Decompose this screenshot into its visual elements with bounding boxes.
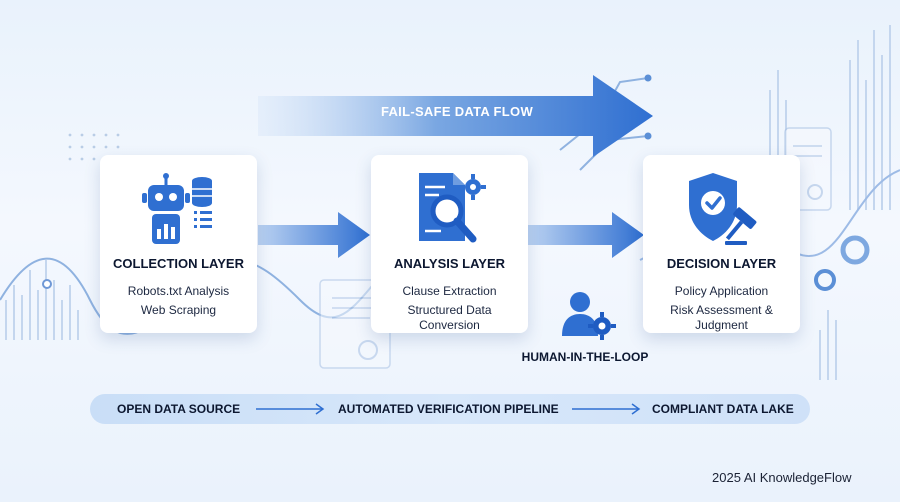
fail-safe-flow-label: FAIL-SAFE DATA FLOW	[380, 104, 534, 119]
analysis-layer-line-1: Clause Extraction	[402, 284, 497, 298]
collection-layer-line-1: Robots.txt Analysis	[127, 284, 230, 298]
human-in-the-loop-label: HUMAN-IN-THE-LOOP	[521, 350, 649, 364]
credit-text: 2025 AI KnowledgeFlow	[712, 470, 852, 485]
left-bar-chart	[5, 260, 79, 340]
pipeline-bar	[90, 394, 810, 424]
decision-layer-line-3: Judgment	[695, 318, 748, 332]
collection-layer-title: COLLECTION LAYER	[113, 256, 244, 271]
analysis-layer-title: ANALYSIS LAYER	[393, 256, 505, 271]
fail-safe-flow-arrow	[258, 75, 653, 157]
document-search-gear-icon	[419, 173, 486, 243]
decision-layer-line-1: Policy Application	[674, 284, 769, 298]
chart-node	[42, 279, 52, 289]
arrow-analysis-to-decision	[528, 212, 644, 258]
collection-layer-line-2: Web Scraping	[140, 303, 217, 317]
decision-layer-title: DECISION LAYER	[666, 256, 777, 271]
shield-gavel-icon	[689, 173, 757, 245]
arrow-collection-to-analysis	[258, 212, 370, 258]
analysis-layer-line-3: Conversion	[419, 318, 480, 332]
pipeline-stage-data-lake: COMPLIANT DATA LAKE	[652, 402, 794, 416]
analysis-layer-line-2: Structured Data	[407, 303, 492, 317]
ring-decoration	[840, 235, 870, 265]
pipeline-arrow-2	[572, 403, 641, 415]
pipeline-stage-source: OPEN DATA SOURCE	[117, 402, 241, 416]
analysis-layer-card: ANALYSIS LAYER Clause Extraction Structu…	[371, 155, 528, 333]
person-gear-icon	[562, 292, 616, 340]
pipeline-stage-verification: AUTOMATED VERIFICATION PIPELINE	[338, 402, 559, 416]
decision-layer-card: DECISION LAYER Policy Application Risk A…	[643, 155, 800, 333]
ring-decoration-small	[814, 269, 836, 291]
pipeline-arrow-1	[256, 403, 325, 415]
decision-layer-line-2: Risk Assessment &	[670, 303, 773, 317]
right-bar-chart	[769, 25, 891, 380]
collection-layer-card: COLLECTION LAYER Robots.txt Analysis Web…	[100, 155, 257, 333]
robot-database-icon	[142, 173, 212, 244]
